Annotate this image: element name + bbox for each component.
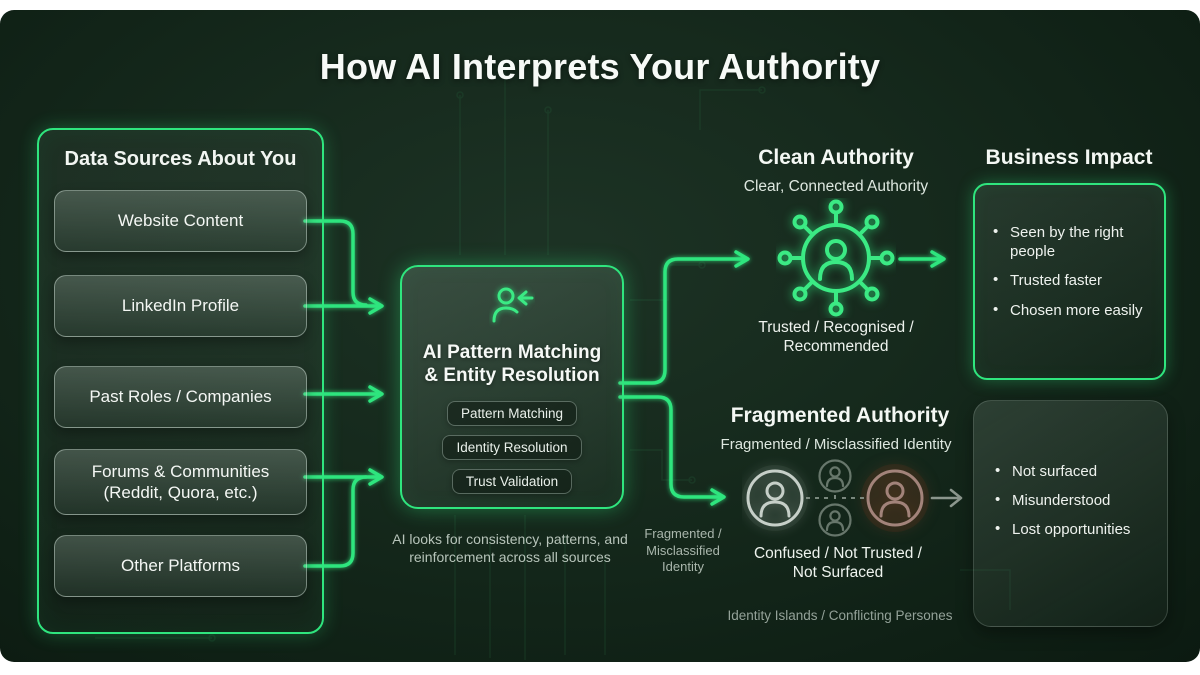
fragmented-authority-footnote: Identity Islands / Conflicting Persones <box>727 608 953 623</box>
clean-authority-heading: Clean Authority <box>758 146 914 169</box>
data-sources-heading: Data Sources About You <box>64 148 297 170</box>
clean-authority-subtitle: Clear, Connected Authority <box>743 178 929 195</box>
ai-engine-title-line2: & Entity Resolution <box>424 365 600 387</box>
fragmented-path-label: Fragmented / Misclassified Identity <box>644 526 722 575</box>
pill-trust-validation: Trust Validation <box>451 469 573 494</box>
page-title: How AI Interprets Your Authority <box>319 46 881 87</box>
negative-impact-box <box>973 400 1168 627</box>
source-other-platforms: Other Platforms <box>54 535 307 597</box>
disconnected-identities-icon <box>742 459 963 537</box>
connected-identity-network-icon <box>777 199 895 317</box>
user-scan-icon <box>492 287 534 323</box>
ai-engine-pills: Pattern Matching Identity Resolution Tru… <box>402 401 622 494</box>
fragmented-authority-result: Confused / Not Trusted / Not Surfaced <box>718 544 958 583</box>
identity-large-left <box>746 469 804 527</box>
clean-result-line1: Trusted / Recognised / <box>758 319 914 336</box>
negative-impact-list: Not surfaced Misunderstood Lost opportun… <box>995 461 1155 550</box>
fade-out-arrow-icon <box>930 488 963 508</box>
clean-authority-result: Trusted / Recognised / Recommended <box>716 318 956 357</box>
negative-impact-item: Lost opportunities <box>995 519 1155 539</box>
frag-result-line1: Confused / Not Trusted / <box>753 545 922 562</box>
negative-impact-item: Not surfaced <box>995 461 1155 481</box>
pill-pattern-matching: Pattern Matching <box>446 401 578 426</box>
data-sources-panel: Data Sources About You Website Content L… <box>37 128 324 634</box>
source-forums-communities: Forums & Communities (Reddit, Quora, etc… <box>54 449 307 515</box>
business-impact-item: Seen by the right people <box>993 222 1145 261</box>
business-impact-heading: Business Impact <box>985 146 1153 169</box>
ai-engine-caption: AI looks for consistency, patterns, and … <box>392 531 628 566</box>
business-impact-item: Trusted faster <box>993 270 1145 290</box>
frag-result-line2: Not Surfaced <box>792 564 884 582</box>
ai-engine-box: AI Pattern Matching & Entity Resolution … <box>400 265 624 509</box>
infographic-canvas: How AI Interprets Your Authority Data So… <box>0 10 1200 662</box>
broken-links <box>806 495 864 503</box>
ai-engine-title: AI Pattern Matching & Entity Resolution <box>402 341 622 387</box>
identity-small-bottom <box>818 503 852 537</box>
business-impact-list: Seen by the right people Trusted faster … <box>993 222 1145 330</box>
business-impact-item: Chosen more easily <box>993 300 1145 320</box>
fragmented-authority-subtitle: Fragmented / Misclassified Identity <box>720 436 952 453</box>
identity-large-right <box>866 469 924 527</box>
clean-result-line2: Recommended <box>783 338 889 356</box>
negative-impact-item: Misunderstood <box>995 490 1155 510</box>
pill-identity-resolution: Identity Resolution <box>442 435 582 460</box>
fragmented-authority-heading: Fragmented Authority <box>730 404 950 427</box>
source-past-roles: Past Roles / Companies <box>54 366 307 428</box>
identity-small-top <box>818 459 852 493</box>
source-linkedin-profile: LinkedIn Profile <box>54 275 307 337</box>
ai-engine-title-line1: AI Pattern Matching <box>422 342 602 363</box>
source-website-content: Website Content <box>54 190 307 252</box>
